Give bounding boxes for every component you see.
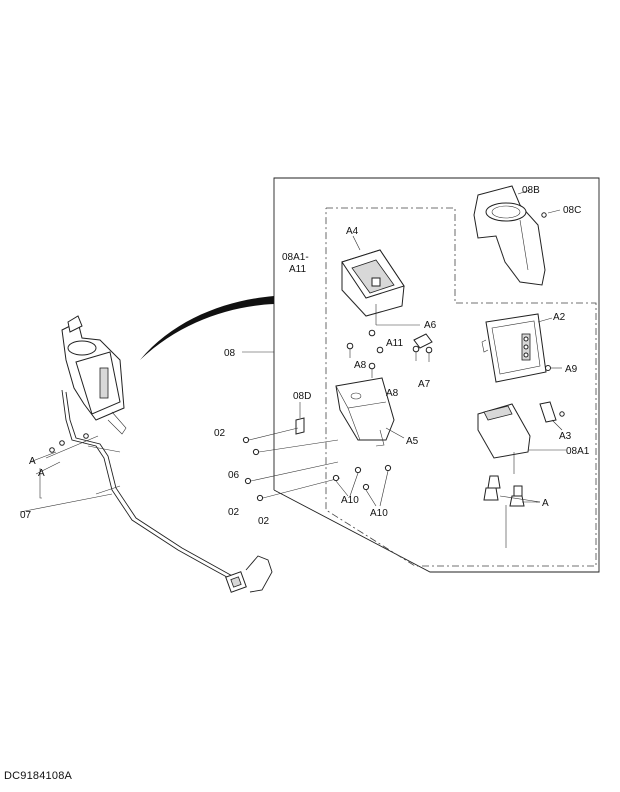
label-A2: A2: [553, 312, 566, 323]
label-A5: A5: [406, 436, 419, 447]
label-A8-2: A8: [386, 388, 399, 399]
part-08-assembly: [61, 315, 127, 435]
kit-boundary: [325, 207, 597, 567]
label-A7: A7: [418, 379, 431, 390]
drawing-code: DC9184108A: [4, 770, 73, 782]
label-02-2: 02: [228, 507, 240, 518]
part-A1-housing: [477, 403, 531, 459]
label-A-right: A: [542, 498, 549, 509]
label-A9: A9: [565, 364, 578, 375]
label-A-left-2: A: [38, 468, 45, 479]
label-08D: 08D: [293, 391, 311, 402]
label-A10-2: A10: [370, 508, 388, 519]
label-08A1-b: A11: [289, 264, 306, 275]
label-A8-1: A8: [354, 360, 367, 371]
label-06: 06: [228, 470, 240, 481]
label-08A1: 08A1: [566, 446, 590, 457]
label-08C: 08C: [563, 205, 581, 216]
part-A3-clip: [539, 401, 565, 423]
label-07: 07: [20, 510, 32, 521]
knobs: [483, 475, 525, 507]
part-08B-boot: [473, 185, 546, 286]
label-A11: A11: [386, 338, 403, 349]
part-08D: [295, 417, 305, 435]
part-A2-display: [481, 313, 547, 383]
label-08B: 08B: [522, 185, 540, 196]
outer-frame: [273, 177, 600, 573]
label-A4: A4: [346, 226, 359, 237]
label-02-1: 02: [214, 428, 226, 439]
screws-02-06: [242, 427, 341, 502]
screws-A10: [332, 464, 392, 507]
part-A4-panel: [341, 249, 405, 317]
label-02-3: 02: [258, 516, 270, 527]
part-A5-bracket: [335, 377, 395, 447]
label-A10-1: A10: [341, 495, 359, 506]
label-A-left-1: A: [29, 456, 36, 467]
label-A6: A6: [424, 320, 437, 331]
callout-sweep: [140, 296, 274, 360]
label-08A1-a: 08A1-: [282, 252, 309, 263]
wiring-harness: [45, 389, 273, 593]
screws-A8-A11: [346, 329, 433, 378]
label-A3: A3: [559, 431, 572, 442]
label-08: 08: [224, 348, 236, 359]
